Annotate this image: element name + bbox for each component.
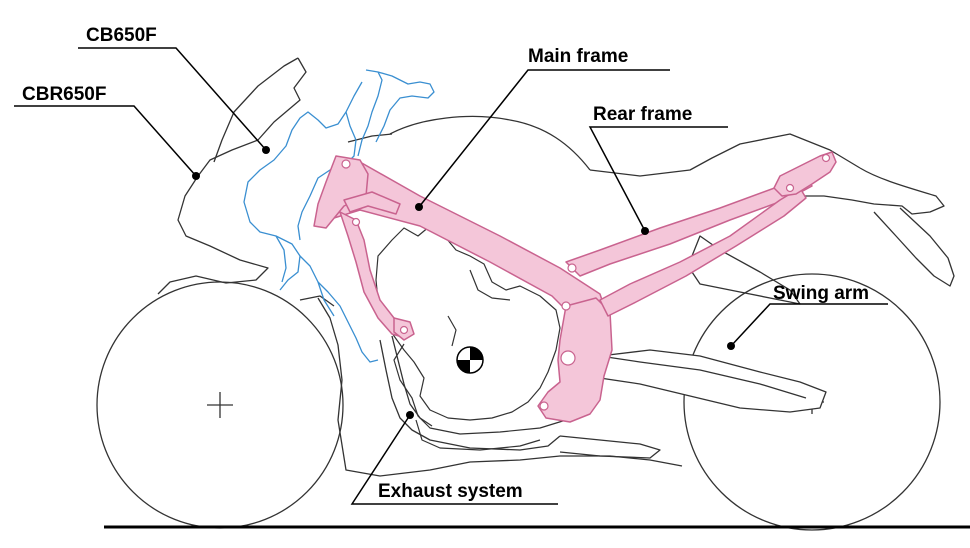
leader-exhaust-system	[350, 414, 558, 505]
cbr650f-body-outline	[157, 57, 955, 477]
leader-dots	[192, 146, 735, 419]
leader-cbr650f	[14, 105, 197, 177]
center-of-gravity-marker	[456, 346, 484, 374]
swing-arm-shape	[569, 349, 827, 413]
label-cb650f: CB650F	[86, 25, 157, 46]
leader-main-frame	[418, 69, 670, 208]
label-main-frame: Main frame	[528, 46, 629, 67]
frame-bolts	[341, 153, 831, 411]
exhaust-outline	[379, 335, 661, 459]
leader-lines	[14, 47, 888, 505]
engine-outline	[375, 225, 567, 451]
frame-assembly	[313, 151, 837, 423]
rear-frame-upper	[565, 175, 813, 277]
label-rear-frame: Rear frame	[593, 104, 693, 125]
rear-frame-lower	[599, 187, 807, 317]
label-swing-arm: Swing arm	[773, 283, 870, 304]
front-wheel	[96, 281, 344, 529]
leader-swing-arm	[730, 303, 888, 347]
label-exhaust-system: Exhaust system	[378, 481, 523, 502]
headstock	[313, 155, 369, 229]
leader-cb650f	[78, 47, 267, 151]
label-cbr650f: CBR650F	[22, 84, 107, 105]
leader-rear-frame	[588, 126, 728, 232]
